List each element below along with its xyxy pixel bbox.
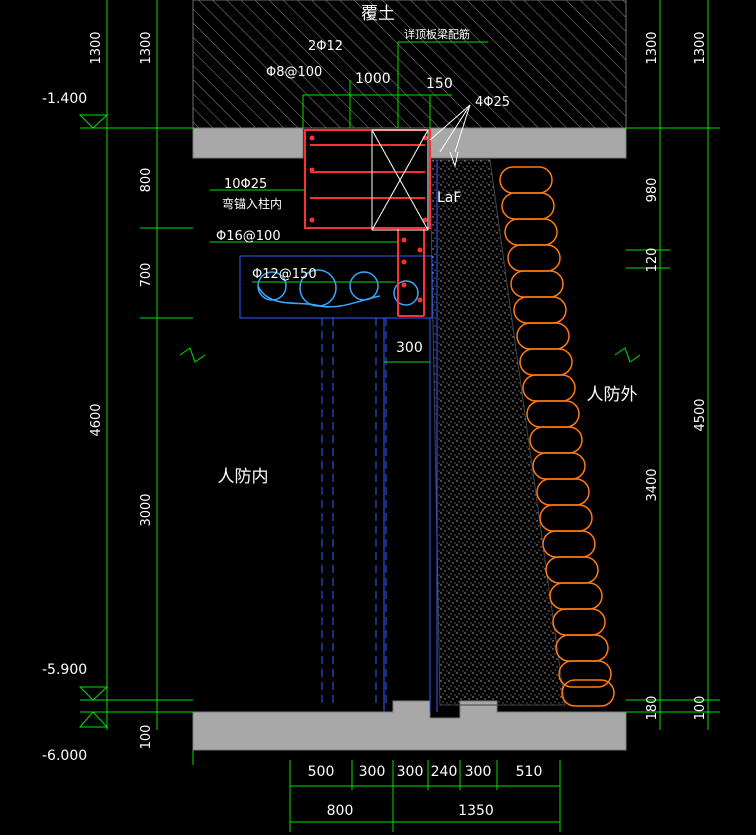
note-top-slab: 详顶板梁配筋: [404, 27, 470, 41]
top-slab-right: [429, 127, 627, 159]
leader-arrows: [429, 104, 471, 168]
dim-bottom-total-left: 800: [327, 803, 354, 819]
sandbag-stack: [499, 166, 615, 707]
dim-bottom-1: 300: [359, 764, 386, 780]
note-pipe-spacing: Φ12@150: [252, 267, 317, 282]
top-slab: [192, 127, 304, 159]
backfill-fill: [429, 159, 566, 706]
dim-bottom-0: 500: [308, 764, 335, 780]
elevation-bottom: -6.000: [42, 748, 87, 764]
rebar-cage: [304, 129, 431, 317]
zone-outside-label: 人防外: [587, 385, 638, 405]
dim-bottom-2: 300: [397, 764, 424, 780]
note-corner-bars: 4Φ25: [475, 95, 510, 110]
note-top-bars: 2Φ12: [308, 39, 343, 54]
note-stirrup: Φ8@100: [266, 65, 322, 80]
dim-right-outer-2: 100: [693, 696, 708, 721]
dim-left-0b: 1300: [139, 31, 154, 64]
dim-bottom-total-right: 1350: [458, 803, 494, 819]
elevation-top: -1.400: [42, 91, 87, 107]
dim-wall-gap: 300: [396, 340, 423, 356]
dim-right-outer-0: 1300: [693, 31, 708, 64]
dimension-lines: [78, 0, 720, 832]
rebar-dots: [309, 135, 428, 303]
note-bent-bars-anchor: 弯锚入柱内: [222, 196, 282, 211]
soil-cover-label: 覆土: [361, 4, 395, 24]
note-bent-bars: 10Φ25: [224, 177, 267, 192]
pipe-group: [257, 269, 419, 308]
dim-right-inner-0: 1300: [645, 31, 660, 64]
dim-right-inner-3: 3400: [645, 468, 660, 501]
dim-right-outer-1: 4500: [693, 398, 708, 431]
dim-left-5: 100: [139, 725, 154, 750]
soil-cover-hatch: [192, 0, 627, 129]
bottom-slab: [192, 700, 627, 751]
dim-left-2: 700: [139, 263, 154, 288]
cross-bracing: [371, 129, 429, 231]
dim-right-inner-4: 180: [645, 696, 660, 721]
dim-right-inner-2: 120: [645, 248, 660, 273]
dim-bottom-3: 240: [431, 764, 458, 780]
dim-left-0: 1300: [89, 31, 104, 64]
dim-right-inner-1: 980: [645, 178, 660, 203]
note-anchor: LaF: [437, 190, 461, 206]
dim-left-3: 4600: [89, 403, 104, 436]
dim-offset: 150: [426, 76, 453, 92]
dim-left-1: 800: [139, 168, 154, 193]
dim-bottom-4: 300: [465, 764, 492, 780]
dim-left-4: 3000: [139, 493, 154, 526]
zone-inside-label: 人防内: [218, 467, 269, 487]
elevation-floor: -5.900: [42, 662, 87, 678]
dim-bottom-5: 510: [516, 764, 543, 780]
note-wall-stirrup: Φ16@100: [216, 229, 281, 244]
dim-beam-width: 1000: [355, 71, 391, 87]
hidden-lines: [321, 318, 387, 705]
